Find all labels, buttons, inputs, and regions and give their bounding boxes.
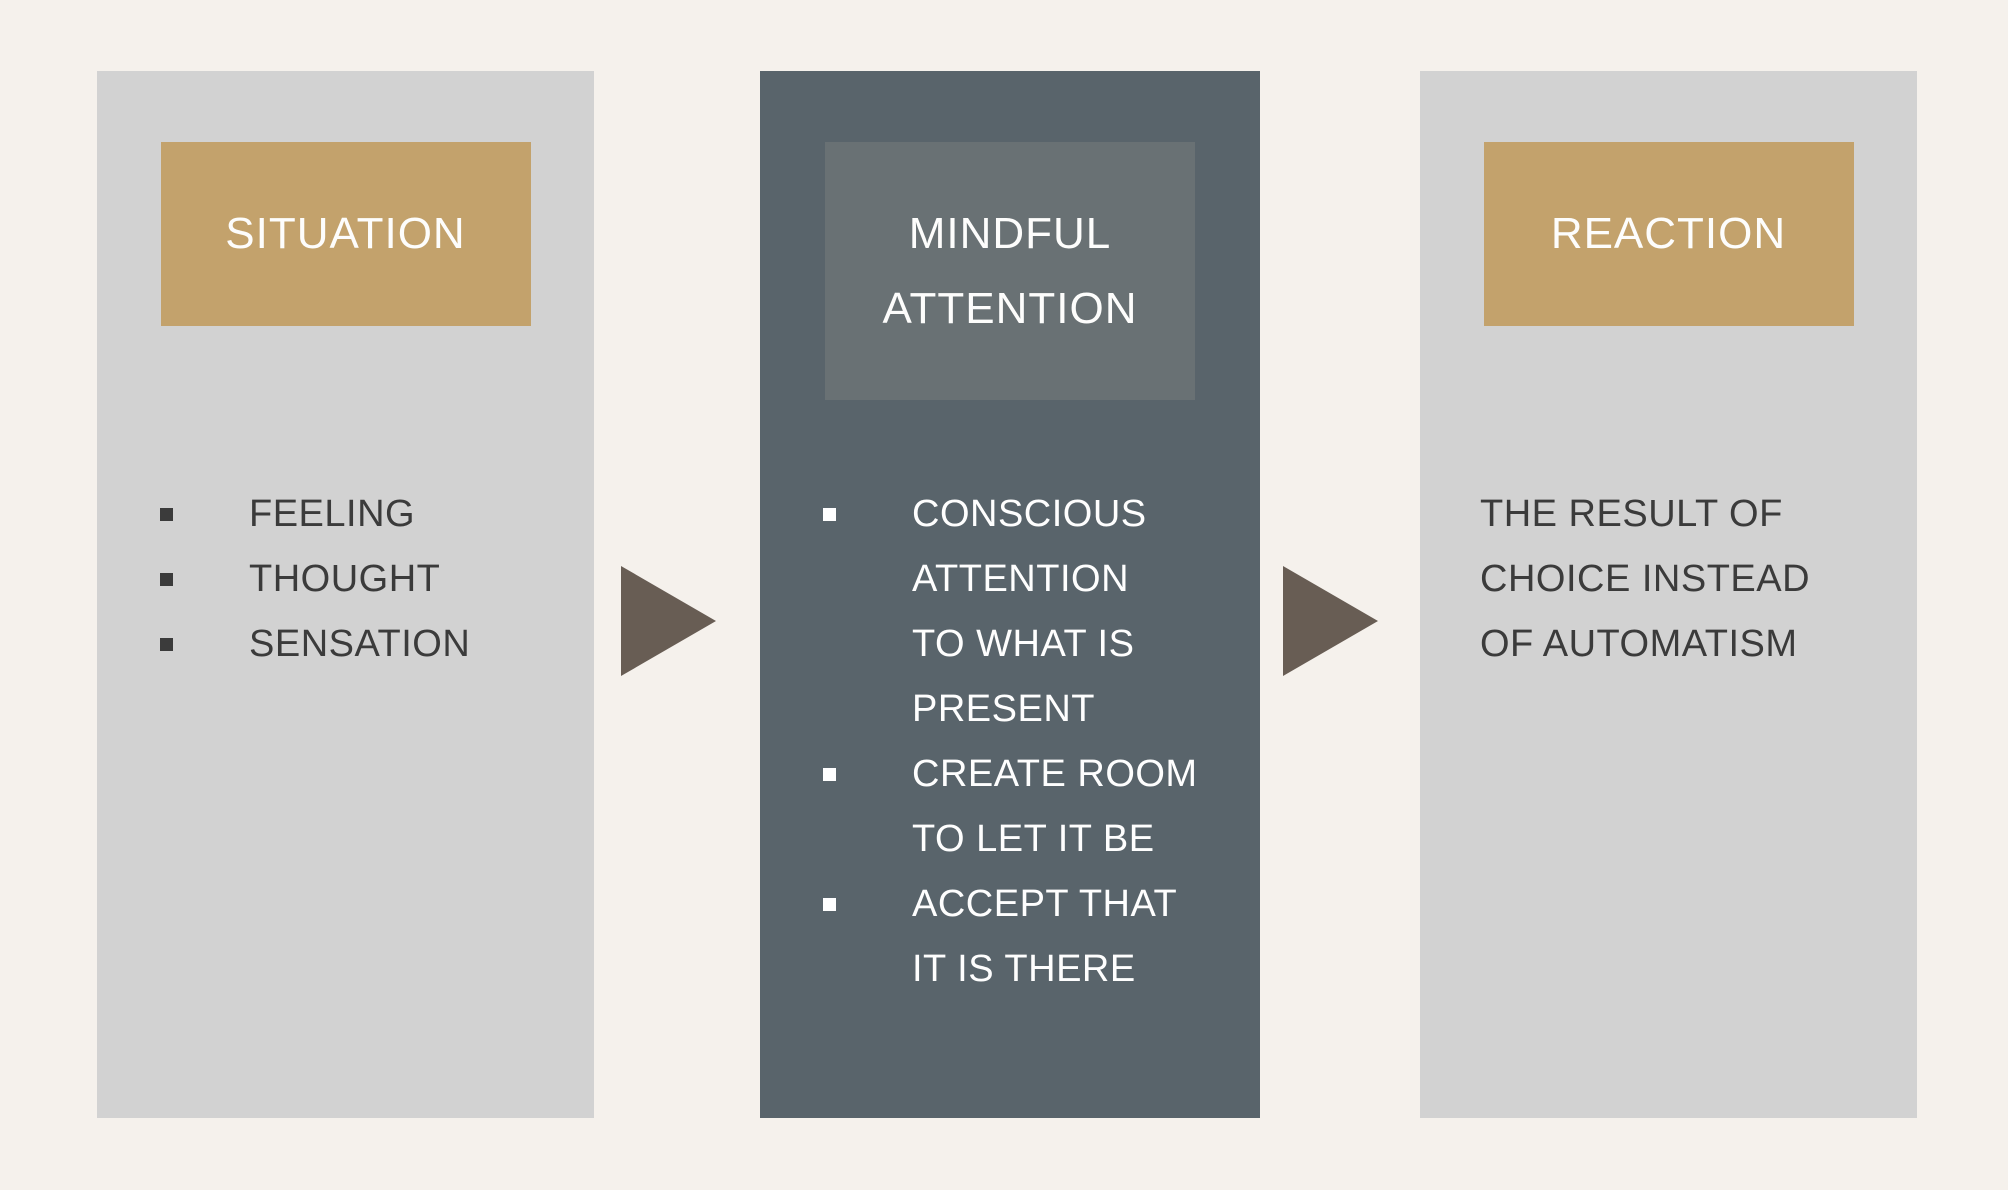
- list-item: THOUGHT: [97, 547, 594, 612]
- mindful-attention-header-label: MINDFUL ATTENTION: [882, 209, 1138, 333]
- bullet-square-icon: [823, 768, 836, 781]
- bullet-square-icon: [160, 573, 173, 586]
- situation-list: FEELING THOUGHT SENSATION: [97, 482, 594, 677]
- list-item-text: FEELING: [249, 493, 416, 535]
- reaction-header-label: REACTION: [1550, 209, 1787, 258]
- bullet-square-icon: [823, 508, 836, 521]
- reaction-column: REACTION THE RESULT OF CHOICE INSTEAD OF…: [1420, 71, 1917, 1118]
- bullet-square-icon: [160, 508, 173, 521]
- reaction-header: REACTION: [1483, 142, 1854, 326]
- right-arrow-icon: [621, 566, 716, 676]
- list-item: CONSCIOUS ATTENTION TO WHAT IS PRESENT: [760, 482, 1260, 742]
- mindful-attention-header: MINDFUL ATTENTION: [825, 142, 1195, 400]
- list-item-text: SENSATION: [249, 623, 471, 665]
- list-item: CREATE ROOM TO LET IT BE: [760, 742, 1260, 872]
- reaction-text: THE RESULT OF CHOICE INSTEAD OF AUTOMATI…: [1480, 493, 1811, 665]
- situation-header: SITUATION: [160, 142, 531, 326]
- list-item-text: ACCEPT THAT IT IS THERE: [912, 883, 1178, 990]
- list-item: FEELING: [97, 482, 594, 547]
- right-arrow-icon: [1283, 566, 1378, 676]
- situation-header-label: SITUATION: [225, 209, 466, 258]
- bullet-square-icon: [160, 638, 173, 651]
- mindful-attention-column: MINDFUL ATTENTION CONSCIOUS ATTENTION TO…: [760, 71, 1260, 1118]
- situation-column: SITUATION FEELING THOUGHT SENSATION: [97, 71, 594, 1118]
- list-item: ACCEPT THAT IT IS THERE: [760, 872, 1260, 1002]
- bullet-square-icon: [823, 898, 836, 911]
- list-item-text: CONSCIOUS ATTENTION TO WHAT IS PRESENT: [912, 493, 1147, 730]
- reaction-body: THE RESULT OF CHOICE INSTEAD OF AUTOMATI…: [1420, 482, 1917, 677]
- list-item-text: CREATE ROOM TO LET IT BE: [912, 753, 1198, 860]
- list-item: SENSATION: [97, 612, 594, 677]
- list-item-text: THOUGHT: [249, 558, 441, 600]
- mindful-attention-list: CONSCIOUS ATTENTION TO WHAT IS PRESENT C…: [760, 482, 1260, 1002]
